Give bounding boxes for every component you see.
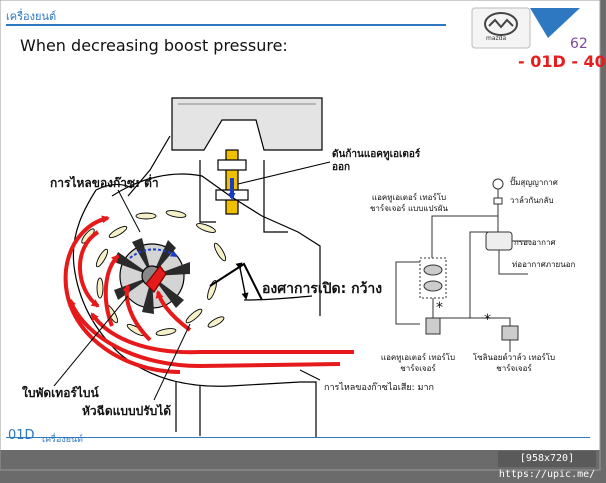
housing-outline	[72, 189, 317, 438]
label-actuator-rod-out: ดันก้านแอคทูเอเตอร์ ออก	[332, 149, 421, 173]
label-turbo-solenoid-valve: โซลินอยด์วาล์ว เทอร์โบชาร์จเจอร์	[472, 353, 556, 373]
label-vacuum-pump: ปั๊มสุญญากาศ	[510, 178, 558, 187]
solenoid-valve-symbol	[501, 325, 519, 341]
label-exhaust-flow-high: การไหลของก๊าซไอเสีย: มาก	[324, 383, 434, 393]
mazda-logo	[471, 7, 580, 49]
asterisk-mark-left: *	[436, 300, 443, 316]
label-check-valve: วาล์วกันกลับ	[510, 196, 554, 205]
watermark: [958x720] https://upic.me/	[498, 451, 596, 480]
footer-rule	[6, 437, 590, 438]
turbo-actuator-symbol	[425, 317, 441, 335]
vacuum-schematic	[395, 178, 530, 352]
asterisk-mark-right: *	[484, 312, 491, 328]
label-air-discharge-pipe: ท่ออากาศภายนอก	[512, 260, 576, 269]
callout-leaders	[53, 161, 331, 401]
check-valve-symbol	[493, 197, 503, 205]
logo-brand-text: mazda	[486, 35, 507, 42]
vacuum-pump-symbol	[492, 178, 504, 190]
page-number: 62	[570, 36, 588, 52]
label-turbo-actuator: แอคทูเอเตอร์ เทอร์โบชาร์จเจอร์	[380, 353, 456, 373]
section-label: เครื่องยนต์	[6, 10, 57, 23]
label-air-filter: กรองอากาศ	[514, 238, 556, 247]
air-filter-symbol	[485, 231, 513, 251]
footer-code: 01D	[8, 428, 35, 443]
slide-frame	[0, 0, 601, 471]
turbo-diagram	[72, 97, 323, 438]
slide-canvas	[0, 0, 601, 471]
label-turbine-blade: ใบพัดเทอร์ไบน์	[22, 386, 99, 400]
header-rule	[6, 24, 446, 26]
label-adjustable-nozzle: หัวฉีดแบบปรับได้	[82, 404, 172, 418]
page-title: When decreasing boost pressure:	[20, 36, 288, 55]
footer-section: เครื่องยนต์	[42, 435, 84, 445]
label-gas-flow-low: การไหลของก๊าซ: ต่ำ	[50, 176, 159, 190]
vgt-actuator-box	[419, 257, 447, 299]
turbine-wheel	[114, 238, 190, 314]
gas-flow-arrows	[63, 215, 354, 374]
slide-background	[0, 0, 600, 450]
label-opening-angle-wide: องศาการเปิด: กว้าง	[262, 281, 383, 297]
page-code: - 01D - 40	[518, 52, 606, 71]
actuator-housing	[171, 97, 323, 151]
label-variable-turbo-actuator: แอคทูเอเตอร์ เทอร์โบชาร์จเจอร์ แบบแปรผัน	[370, 193, 448, 213]
